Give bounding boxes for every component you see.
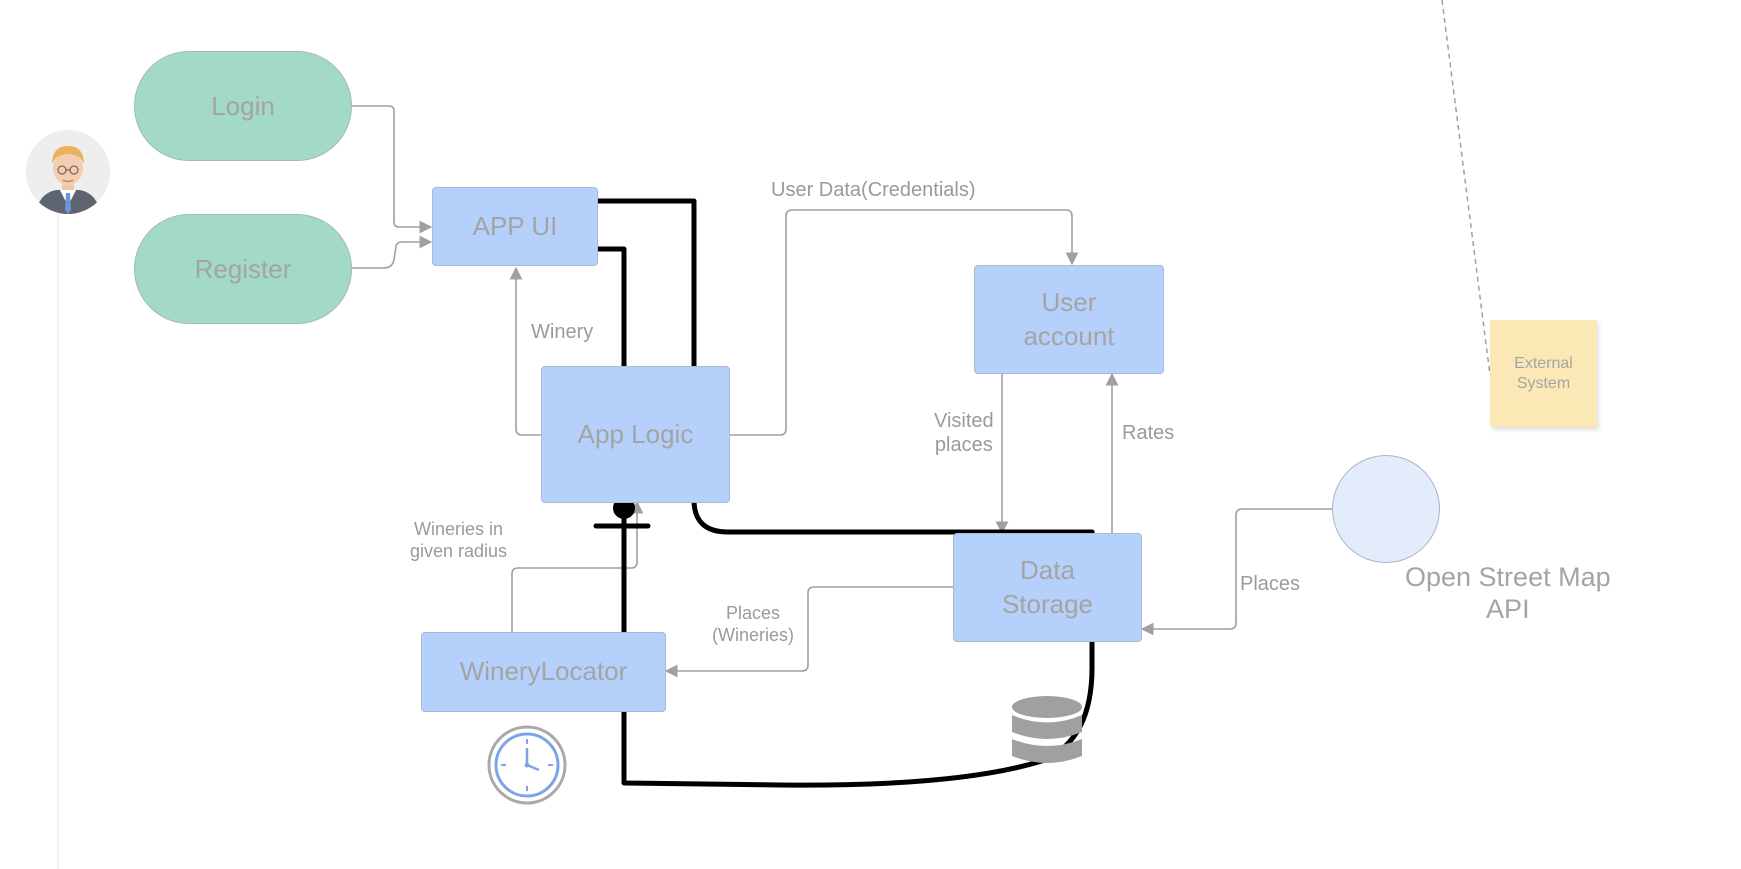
winery-label: Winery bbox=[531, 321, 594, 343]
data-storage-node: Data Storage bbox=[953, 533, 1142, 642]
winery-locator-node: WineryLocator bbox=[421, 632, 666, 712]
database-icon bbox=[1010, 694, 1084, 778]
winery-locator-label: WineryLocator bbox=[459, 656, 628, 687]
app-logic-label: App Logic bbox=[577, 418, 694, 449]
osm-api-label: Open Street Map API bbox=[1405, 562, 1611, 625]
connector-login-to-app-ui bbox=[352, 105, 433, 234]
user-data-label: User Data(Credentials) bbox=[771, 179, 976, 201]
external-system-label: External System bbox=[1514, 354, 1573, 392]
connector-register-to-app-ui bbox=[352, 235, 433, 269]
user-account-label: User account bbox=[1023, 286, 1115, 351]
rates-label: Rates bbox=[1122, 422, 1175, 444]
clock-icon bbox=[486, 724, 568, 806]
data-storage-label: Data Storage bbox=[1001, 554, 1094, 619]
app-ui-node: APP UI bbox=[432, 187, 598, 266]
connector-app-logic-to-app-ui bbox=[509, 266, 541, 436]
user-account-node: User account bbox=[974, 265, 1164, 374]
login-node: Login bbox=[134, 51, 352, 161]
connector-app-logic-to-user-account bbox=[730, 209, 1079, 436]
connector-data-storage-to-winery-locator bbox=[664, 586, 953, 678]
external-system-note: External System bbox=[1490, 320, 1597, 427]
app-ui-label: APP UI bbox=[472, 210, 558, 241]
overlay-stroke-lower bbox=[489, 246, 1095, 788]
connector-winery-locator-to-app-logic bbox=[511, 500, 644, 632]
osm-api-node bbox=[1332, 455, 1440, 563]
places-wineries-label: Places (Wineries) bbox=[712, 603, 795, 645]
visited-places-label: Visited places bbox=[934, 410, 994, 456]
register-label: Register bbox=[194, 253, 292, 284]
connector-osm-to-data-storage bbox=[1140, 508, 1332, 636]
app-logic-node: App Logic bbox=[541, 366, 730, 503]
login-label: Login bbox=[211, 90, 275, 121]
places-label: Places bbox=[1240, 573, 1301, 595]
user-avatar-icon bbox=[26, 130, 110, 214]
wineries-radius-label: Wineries in given radius bbox=[410, 519, 508, 561]
connector-osm-to-external-note bbox=[1441, 0, 1491, 376]
register-node: Register bbox=[134, 214, 352, 324]
